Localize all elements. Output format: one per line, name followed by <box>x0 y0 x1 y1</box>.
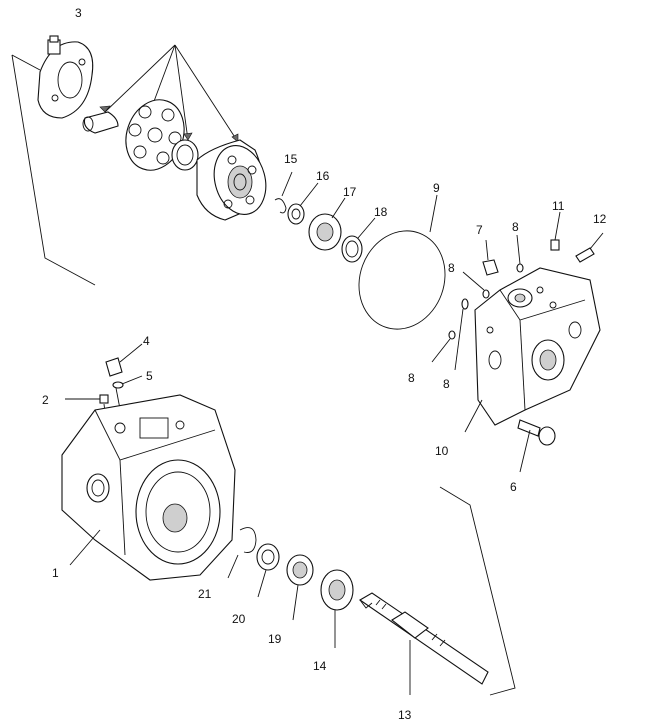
part-17-spherical-bushing <box>308 197 346 251</box>
label-6: 6 <box>510 480 517 494</box>
part-8-o-rings <box>431 234 524 371</box>
label-21: 21 <box>198 587 212 601</box>
part-16-bushing <box>287 182 319 225</box>
label-16: 16 <box>316 169 330 183</box>
label-8-lower-right: 8 <box>443 377 450 391</box>
part-11-plug <box>550 211 561 251</box>
label-14: 14 <box>313 659 327 673</box>
label-2: 2 <box>42 393 49 407</box>
label-19: 19 <box>268 632 282 646</box>
label-5: 5 <box>146 369 153 383</box>
label-4: 4 <box>143 334 150 348</box>
cylinder-block <box>196 139 267 221</box>
label-18: 18 <box>374 205 388 219</box>
label-1: 1 <box>52 566 59 580</box>
part-21-retaining-ring <box>227 527 257 579</box>
part-labels: 3 15 16 17 18 9 7 8 11 12 8 8 8 10 6 4 5… <box>42 6 607 722</box>
part-19-bearing <box>286 554 314 621</box>
label-17: 17 <box>343 185 357 199</box>
spring-pin <box>82 111 119 134</box>
part-18-ring <box>341 217 376 263</box>
part-9-o-ring <box>358 194 446 330</box>
label-11: 11 <box>552 199 565 213</box>
part-13-drive-shaft <box>358 592 489 695</box>
part-20-spacer <box>256 543 280 598</box>
label-13: 13 <box>398 708 412 722</box>
label-12: 12 <box>593 212 607 226</box>
part-1-pump-housing <box>61 394 236 581</box>
part-15-snap-ring <box>274 171 293 214</box>
label-8-mid: 8 <box>448 261 455 275</box>
label-8-top: 8 <box>512 220 519 234</box>
label-20: 20 <box>232 612 246 626</box>
part-12-pin <box>575 232 604 263</box>
valve-plate <box>125 99 185 171</box>
label-15: 15 <box>284 152 298 166</box>
part-14-roller-bearing <box>320 569 354 648</box>
needle-bearing <box>171 139 199 171</box>
label-8-lower-left: 8 <box>408 371 415 385</box>
part-3-end-cover <box>37 35 94 119</box>
label-9: 9 <box>433 181 440 195</box>
frame-guide-lines <box>11 54 516 696</box>
part-7-pin <box>482 239 499 276</box>
part-4-bolt <box>105 343 143 377</box>
label-3: 3 <box>75 6 82 20</box>
label-7: 7 <box>476 223 483 237</box>
label-10: 10 <box>435 444 449 458</box>
part-6-bolt <box>517 419 556 473</box>
part-10-valve-block <box>464 267 601 433</box>
